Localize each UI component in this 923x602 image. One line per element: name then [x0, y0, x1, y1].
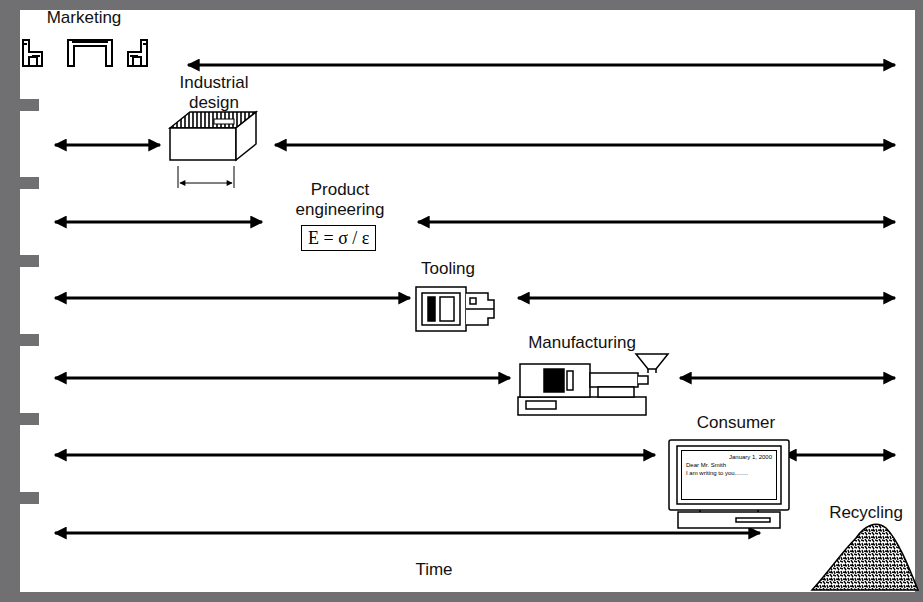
stage-label: Marketing [19, 8, 149, 28]
letter-line: Dear Mr. Smith [686, 461, 772, 469]
stage-label: Consumer [676, 413, 796, 433]
axis-label: Time [374, 560, 494, 580]
stage-label: Industrial design [159, 73, 269, 113]
mold-icon [416, 287, 494, 331]
frame-inner [20, 10, 915, 592]
equation-text: E = σ / ε [308, 228, 369, 248]
product-box-icon [170, 112, 256, 188]
stage-label: Manufacturing [507, 333, 657, 353]
computer-icon [669, 440, 789, 528]
equation-box: E = σ / ε [301, 225, 376, 251]
stage-label: Tooling [388, 259, 508, 279]
frame-tabs [20, 99, 39, 504]
screen-letter: January 1, 2000Dear Mr. SmithI am writin… [681, 450, 777, 500]
building-icon [23, 40, 147, 66]
rubble-pile [812, 524, 918, 590]
time-arrows [55, 65, 895, 533]
molding-machine-icon [518, 354, 668, 415]
stage-label: Product engineering [270, 180, 410, 220]
letter-line: January 1, 2000 [686, 453, 772, 461]
stage-label: Recycling [818, 503, 914, 523]
letter-line: I am writing to you........ [686, 469, 772, 477]
